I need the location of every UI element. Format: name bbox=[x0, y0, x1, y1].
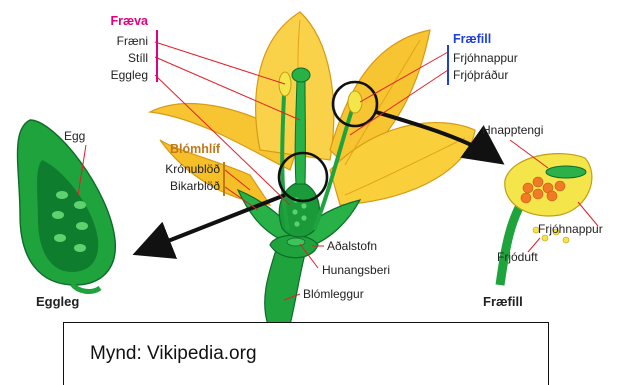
pistil-header: Fræva bbox=[110, 14, 149, 28]
anther-right bbox=[348, 91, 362, 113]
perianth-header: Blómhlíf bbox=[170, 142, 221, 156]
ovary-detail-title: Eggleg bbox=[36, 294, 79, 309]
ovule-label: Egg bbox=[64, 129, 85, 143]
ovary-label: Eggleg bbox=[111, 68, 148, 82]
petals-label: Krónublöð bbox=[165, 162, 220, 176]
petals bbox=[150, 12, 475, 205]
style bbox=[295, 80, 305, 184]
pollen-label: Frjóduft bbox=[497, 250, 538, 264]
ovary-detail bbox=[18, 120, 116, 291]
filament-label: Frjóþráður bbox=[453, 68, 508, 82]
stamen-detail-title: Fræfill bbox=[483, 294, 523, 309]
caption-box: Mynd: Vikipedia.org bbox=[63, 322, 549, 385]
pedicel-label: Blómleggur bbox=[303, 287, 364, 301]
style-label: Stíll bbox=[128, 51, 148, 65]
sepals-label: Bikarblöð bbox=[170, 179, 220, 193]
ovary-detail-stalk bbox=[72, 284, 100, 291]
stigma bbox=[292, 68, 310, 82]
stigma-label: Fræni bbox=[117, 34, 148, 48]
connective-detail bbox=[546, 166, 586, 178]
anther-label: Frjóhnappur bbox=[453, 51, 518, 65]
connective-label: Hnapptengi bbox=[482, 123, 543, 137]
stamen-detail bbox=[500, 154, 592, 285]
pedicel-stem bbox=[265, 250, 306, 325]
receptacle-label: Aðalstofn bbox=[327, 239, 377, 253]
nectary-label: Hunangsberi bbox=[322, 263, 390, 277]
caption: Mynd: Vikipedia.org bbox=[90, 343, 257, 365]
anther-detail-label: Frjóhnappur bbox=[538, 222, 603, 236]
nectary bbox=[287, 238, 305, 246]
stamen-header: Fræfill bbox=[453, 32, 491, 46]
back-petal-top bbox=[256, 12, 334, 160]
